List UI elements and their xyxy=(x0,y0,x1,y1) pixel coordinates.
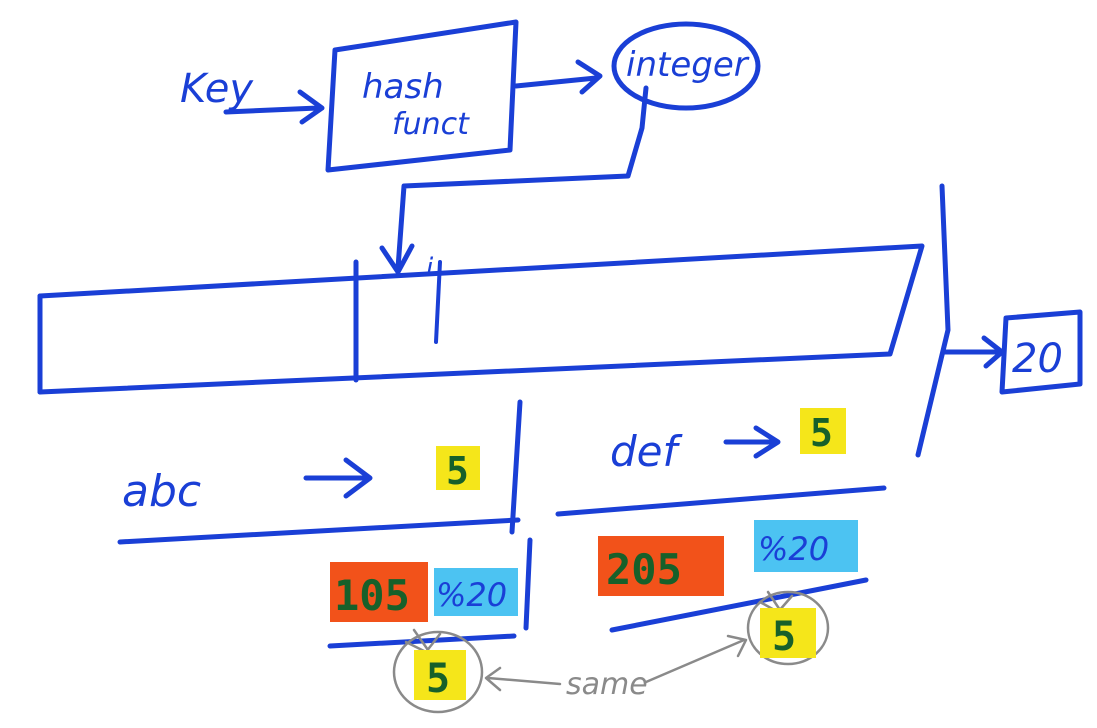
calc1-number-highlight xyxy=(330,562,428,622)
entry1-underline xyxy=(117,517,521,545)
entry1-value-highlight xyxy=(436,446,480,490)
hash-array-slot-marker xyxy=(434,260,442,344)
same-label: same xyxy=(566,667,648,702)
array-to-bucket-arrow xyxy=(941,335,1005,369)
hash-function-box xyxy=(325,19,519,173)
entry2-value: 5 xyxy=(810,411,833,455)
calc2-mod-highlight xyxy=(754,520,858,572)
bucket-box xyxy=(999,309,1083,395)
integer-label: integer xyxy=(626,45,750,85)
hash-function-label-line1: hash xyxy=(362,67,444,107)
key-label: Key xyxy=(180,66,254,112)
same-arrow-right xyxy=(644,634,748,684)
integer-ellipse xyxy=(611,21,761,111)
hash-to-integer-arrow xyxy=(513,59,603,95)
entry1-key: abc xyxy=(122,466,201,517)
pointer-index-label: i xyxy=(426,253,434,283)
result2-highlight xyxy=(760,608,816,658)
result2-circle xyxy=(746,590,830,666)
calc1-mod: %20 xyxy=(436,576,507,614)
bucket-value: 20 xyxy=(1012,336,1063,382)
entry2-key: def xyxy=(610,427,684,476)
entry2-arrow xyxy=(723,425,781,459)
result1-highlight xyxy=(414,650,466,700)
entry1-vertical-divider xyxy=(509,399,523,535)
entry1-arrow xyxy=(303,457,373,499)
result1-circle xyxy=(392,630,484,714)
hash-array-body xyxy=(37,243,925,395)
calc1-number: 105 xyxy=(334,571,410,620)
right-separator-line xyxy=(915,183,951,458)
calc1-vertical-divider xyxy=(523,537,533,631)
entry1-value: 5 xyxy=(446,449,469,493)
entry2-underline xyxy=(555,485,887,517)
calc2-underline xyxy=(609,577,869,633)
result2-value: 5 xyxy=(772,614,796,660)
hash-function-label-line2: funct xyxy=(392,107,470,142)
calc1-mod-highlight xyxy=(434,568,518,616)
key-to-hash-arrow xyxy=(223,89,325,125)
same-arrow-left xyxy=(484,666,562,692)
integer-to-array-arrow xyxy=(379,85,649,275)
result1-value: 5 xyxy=(426,656,450,702)
calc2-number: 205 xyxy=(606,545,682,594)
calc2-mod: %20 xyxy=(758,530,829,568)
calc2-number-highlight xyxy=(598,536,724,596)
entry2-value-highlight xyxy=(800,408,846,454)
